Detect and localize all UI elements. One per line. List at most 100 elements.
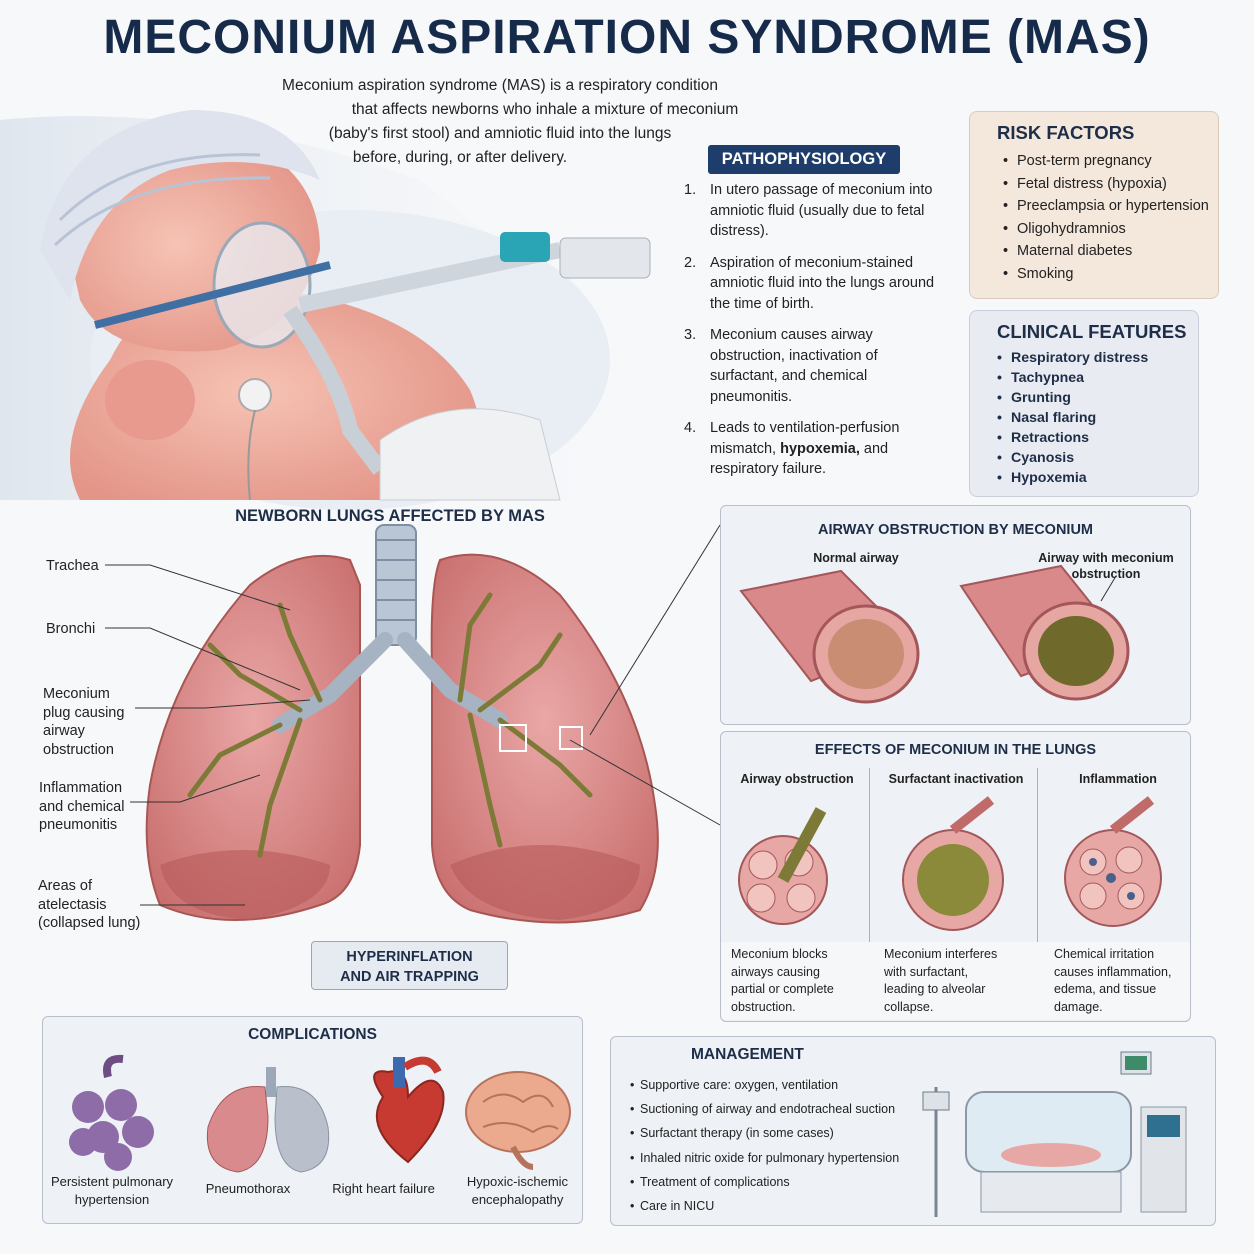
hyperinflation-badge: HYPERINFLATION AND AIR TRAPPING (311, 941, 508, 990)
collapsed-area (450, 845, 640, 920)
lung-icon (206, 1067, 330, 1173)
lungs-diagram (105, 524, 721, 924)
badge-line: AND AIR TRAPPING (340, 969, 479, 985)
brain-icon (465, 1071, 571, 1170)
left-bronchus (272, 632, 393, 733)
list-item: Preeclampsia or hypertension (1003, 195, 1218, 218)
text-line: Meconium interferes (884, 947, 998, 961)
risk-factors-list: Post-term pregnancy Fetal distress (hypo… (1003, 150, 1218, 286)
effects-column-text: Meconium interferes with surfactant, lea… (884, 946, 997, 1016)
text-line: causes inflammation, (1054, 964, 1172, 979)
pathophysiology-step: 1. In utero passage of meconium into amni… (684, 180, 939, 242)
atelectasis-label: Areas of atelectasis (collapsed lung) (38, 877, 140, 933)
airway-obstruction-panel: AIRWAY OBSTRUCTION BY MECONIUM Normal ai… (720, 505, 1191, 725)
complication-label: Persistent pulmonary hypertension (47, 1173, 177, 1209)
label-line: Inflammation (39, 780, 123, 796)
clinical-features-heading: CLINICAL FEATURES (997, 321, 1187, 342)
effects-column-title: Inflammation (1079, 772, 1157, 786)
trachea-rings (376, 539, 416, 621)
lungs-heading: NEWBORN LUNGS AFFECTED BY MAS (235, 507, 545, 525)
label-line: encephalopathy (471, 1192, 564, 1207)
atelectasis-area (160, 850, 330, 920)
complications-heading: COMPLICATIONS (248, 1026, 377, 1043)
intro-line: before, during, or after delivery. (352, 149, 568, 166)
intro-line: that affects newborns who inhale a mixtu… (351, 101, 739, 118)
list-item: Smoking (1003, 263, 1218, 286)
intro-line: (baby's first stool) and amniotic fluid … (328, 125, 672, 142)
management-list: Supportive care: oxygen, ventilation Suc… (630, 1073, 899, 1218)
list-item: Respiratory distress (997, 348, 1198, 368)
airway-obstruction-heading: AIRWAY OBSTRUCTION BY MECONIUM (818, 522, 1093, 538)
step-number: 4. (684, 420, 697, 436)
label-leader-lines (105, 524, 721, 906)
list-item: Inhaled nitric oxide for pulmonary hyper… (630, 1146, 899, 1170)
text-line: airways causing (731, 964, 820, 979)
clinical-features-box: CLINICAL FEATURES Respiratory distress T… (969, 310, 1199, 497)
label-line: plug causing (43, 704, 125, 721)
risk-factors-box: RISK FACTORS Post-term pregnancy Fetal d… (969, 111, 1219, 299)
step-text: Aspiration of meconium-stained amniotic … (710, 254, 935, 312)
list-item: Cyanosis (997, 448, 1198, 468)
list-item: Care in NICU (630, 1194, 899, 1218)
newborn-illustration (0, 110, 700, 510)
list-item: Retractions (997, 428, 1198, 448)
normal-airway-lumen (828, 619, 904, 689)
pathophysiology-step: 2. Aspiration of meconium-stained amnioti… (684, 253, 939, 315)
management-panel: MANAGEMENT Supportive care: oxygen, vent… (610, 1036, 1216, 1226)
step-number: 2. (684, 254, 697, 271)
label-line: obstruction (43, 741, 114, 758)
text-line: Meconium blocks (731, 947, 828, 961)
step-text: In utero passage of meconium into amniot… (710, 182, 933, 239)
label-line: and chemical (39, 798, 125, 815)
list-item: Oligohydramnios (1003, 218, 1218, 241)
label-line: atelectasis (38, 896, 107, 913)
label-line: (collapsed lung) (38, 915, 141, 931)
effects-heading: EFFECTS OF MECONIUM IN THE LUNGS (814, 742, 1097, 758)
list-item: Treatment of complications (630, 1170, 899, 1194)
text-line: damage. (1054, 999, 1103, 1014)
obstructed-airway-label: Airway with meconium obstruction (1021, 550, 1191, 582)
inflammation-illustration (1064, 796, 1162, 927)
label-line: obstruction (1071, 567, 1141, 581)
trachea-label: Trachea (46, 558, 99, 574)
label-line: airway (43, 723, 85, 739)
page-title: MECONIUM ASPIRATION SYNDROME (MAS) (103, 11, 1151, 64)
step-text-bold: hypoxemia, (780, 440, 860, 457)
heart-icon (373, 1056, 445, 1164)
intro-paragraph: Meconium aspiration syndrome (MAS) is a … (250, 74, 750, 170)
surfactant-inactivation-illustration (902, 796, 1004, 931)
list-item: Fetal distress (hypoxia) (1003, 173, 1218, 196)
airway-illustrations (739, 564, 1130, 704)
step-number: 3. (684, 327, 697, 343)
effects-column-title: Airway obstruction (740, 772, 854, 786)
list-item: Maternal diabetes (1003, 240, 1218, 263)
step-number: 1. (684, 182, 697, 198)
risk-factors-heading: RISK FACTORS (997, 122, 1135, 143)
normal-airway-label: Normal airway (813, 551, 899, 565)
complication-icons (69, 1054, 571, 1173)
zoom-box (499, 724, 527, 752)
label-line: Persistent pulmonary (50, 1174, 174, 1189)
list-item: Supportive care: oxygen, ventilation (630, 1073, 899, 1097)
label-line: Hypoxic-ischemic (466, 1174, 569, 1189)
step-text: Meconium causes airway obstruction, inac… (710, 327, 878, 405)
text-line: Chemical irritation (1054, 947, 1155, 961)
complication-label: Pneumothorax (205, 1181, 291, 1196)
management-heading: MANAGEMENT (691, 1046, 804, 1063)
effects-column-title: Surfactant inactivation (888, 772, 1024, 786)
effects-panel: EFFECTS OF MECONIUM IN THE LUNGS Airway … (720, 731, 1191, 1022)
list-item: Suctioning of airway and endotracheal su… (630, 1097, 899, 1121)
clinical-features-list: Respiratory distress Tachypnea Grunting … (997, 348, 1198, 488)
text-line: collapse. (884, 999, 934, 1014)
right-lung (430, 553, 659, 924)
divider (869, 768, 870, 980)
effects-illustrations (738, 796, 1162, 931)
list-item: Nasal flaring (997, 408, 1198, 428)
pathophysiology-step: 3. Meconium causes airway obstruction, in… (684, 325, 939, 407)
list-item: Hypoxemia (997, 468, 1198, 488)
inflammation-label: Inflammation and chemical pneumonitis (39, 779, 124, 835)
text-line: partial or complete (731, 982, 834, 996)
complications-panel: COMPLICATIONS Persistent pulmonary hyper… (42, 1016, 583, 1224)
meconium-plug (1038, 616, 1114, 686)
alveoli-icon (69, 1054, 154, 1171)
